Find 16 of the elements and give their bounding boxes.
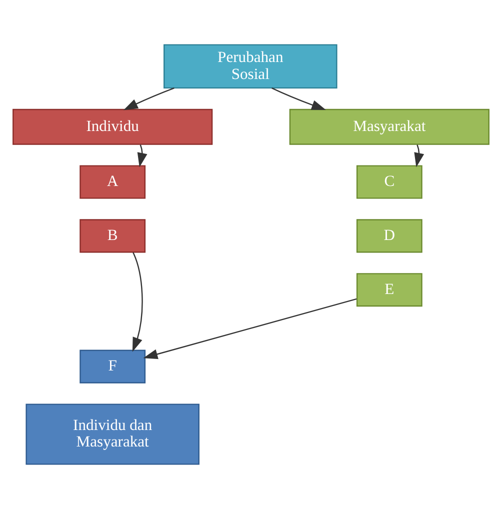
node-box: D — [356, 219, 422, 253]
node-box: Individu — [12, 108, 213, 145]
node-box: C — [356, 165, 422, 199]
arrow — [272, 88, 326, 110]
arrow — [137, 144, 148, 168]
node-box: E — [356, 273, 422, 307]
node-box: B — [80, 219, 146, 253]
node-box: Individu dan Masyarakat — [26, 404, 200, 465]
arrow — [132, 252, 143, 352]
node-box: Masyarakat — [289, 108, 490, 145]
node-box: F — [80, 350, 146, 384]
arrow — [414, 144, 424, 168]
node-box: A — [80, 165, 146, 199]
arrow — [143, 298, 357, 360]
node-box: Perubahan Sosial — [164, 44, 338, 89]
arrow — [123, 88, 174, 110]
